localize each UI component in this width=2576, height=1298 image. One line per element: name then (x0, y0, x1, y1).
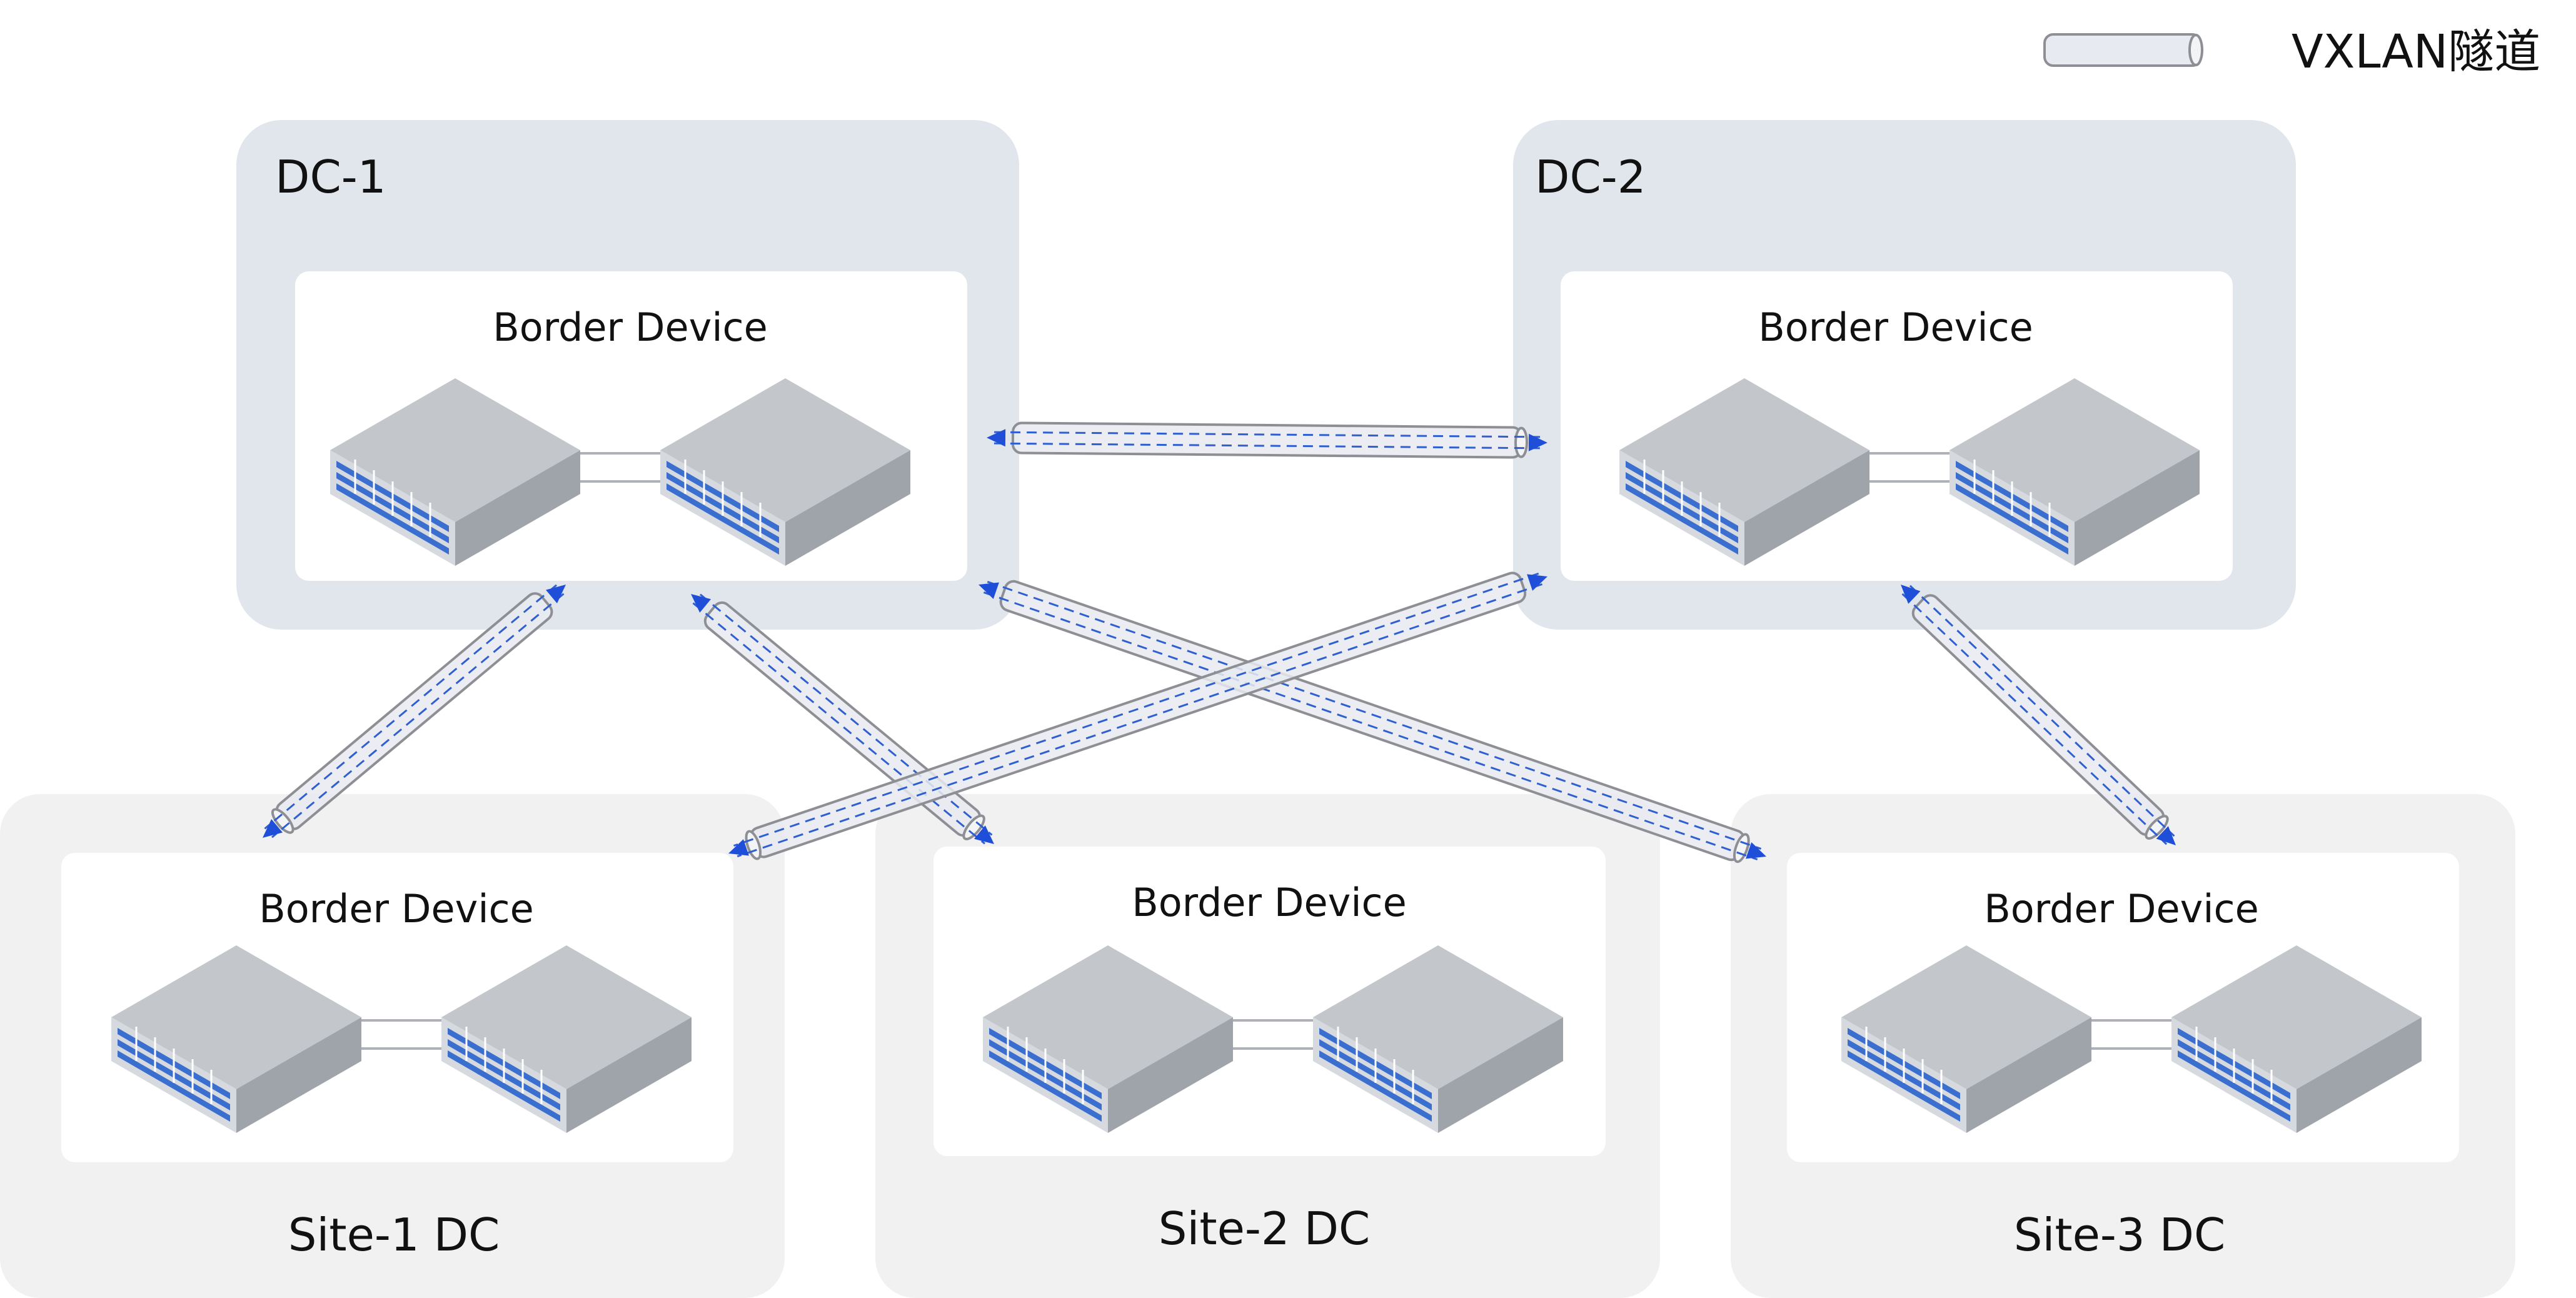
switch-pair-dc1 (329, 377, 912, 567)
tunnel-dc1-dc2 (987, 421, 1547, 459)
device-label-site1: Border Device (259, 886, 534, 932)
device-label-dc2: Border Device (1758, 304, 2033, 350)
tunnel-pipe-icon (2043, 33, 2203, 67)
switch-pair-site3 (1840, 944, 2423, 1134)
zone-label-site2: Site-2 DC (1159, 1202, 1371, 1255)
legend: VXLAN隧道 (2043, 25, 2540, 79)
switch-pair-site1 (110, 944, 693, 1134)
device-label-site2: Border Device (1132, 880, 1407, 925)
tunnel-dc2-site1 (728, 571, 1547, 860)
switch-pairs (110, 377, 2423, 1134)
zone-label-dc1: DC-1 (275, 151, 386, 203)
zone-label-site3: Site-3 DC (2014, 1209, 2226, 1261)
tunnel-dc2-site3 (1901, 585, 2176, 845)
tunnels (263, 421, 2176, 863)
device-label-site3: Border Device (1984, 886, 2259, 932)
zone-label-dc2: DC-2 (1535, 151, 1646, 203)
device-label-dc1: Border Device (493, 304, 768, 350)
switch-pair-dc2 (1618, 377, 2201, 567)
tunnel-dc1-site1 (263, 584, 566, 838)
legend-label: VXLAN隧道 (2292, 25, 2540, 79)
tunnel-dc1-site3 (979, 580, 1766, 863)
switch-pair-site2 (982, 944, 1564, 1134)
zone-label-site1: Site-1 DC (288, 1209, 500, 1261)
